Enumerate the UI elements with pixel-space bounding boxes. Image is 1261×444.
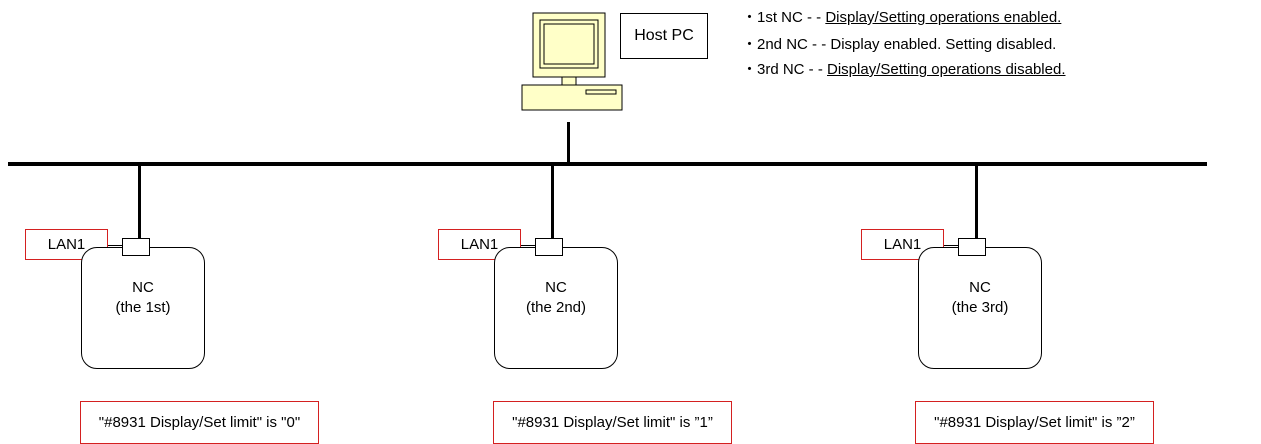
host-pc-label: Host PC	[620, 13, 708, 59]
note-3rd-nc: ・3rd NC - - Display/Setting operations d…	[742, 61, 1066, 78]
nc-3rd-title: NC	[969, 279, 991, 296]
lan1-connector-1st	[108, 245, 122, 246]
computer-icon	[521, 12, 623, 111]
nc-3rd-drop-line	[975, 164, 978, 240]
limit-label-1st: "#8931 Display/Set limit" is "0"	[80, 401, 319, 444]
nc-2nd-drop-line	[551, 164, 554, 240]
lan-port-2nd	[535, 238, 563, 256]
nc-1st-subtitle: (the 1st)	[115, 299, 171, 316]
lan-bus-line	[8, 162, 1207, 166]
lan1-connector-2nd	[521, 245, 535, 246]
nc-3rd-box: NC (the 3rd)	[918, 247, 1042, 369]
nc-2nd-box: NC (the 2nd)	[494, 247, 618, 369]
nc-3rd-subtitle: (the 3rd)	[951, 299, 1009, 316]
note-2nd-nc: ・2nd NC - - Display enabled. Setting dis…	[742, 36, 1057, 53]
limit-label-2nd: "#8931 Display/Set limit" is ”1”	[493, 401, 732, 444]
lan1-connector-3rd	[944, 245, 958, 246]
nc-1st-box: NC (the 1st)	[81, 247, 205, 369]
nc-2nd-title: NC	[545, 279, 567, 296]
host-pc-connection-line	[567, 122, 570, 164]
lan-port-1st	[122, 238, 150, 256]
lan-port-3rd	[958, 238, 986, 256]
nc-1st-drop-line	[138, 164, 141, 240]
limit-label-3rd: "#8931 Display/Set limit" is ”2”	[915, 401, 1154, 444]
nc-1st-title: NC	[132, 279, 154, 296]
nc-2nd-subtitle: (the 2nd)	[525, 299, 587, 316]
note-1st-nc: ・1st NC - - Display/Setting operations e…	[742, 9, 1062, 26]
